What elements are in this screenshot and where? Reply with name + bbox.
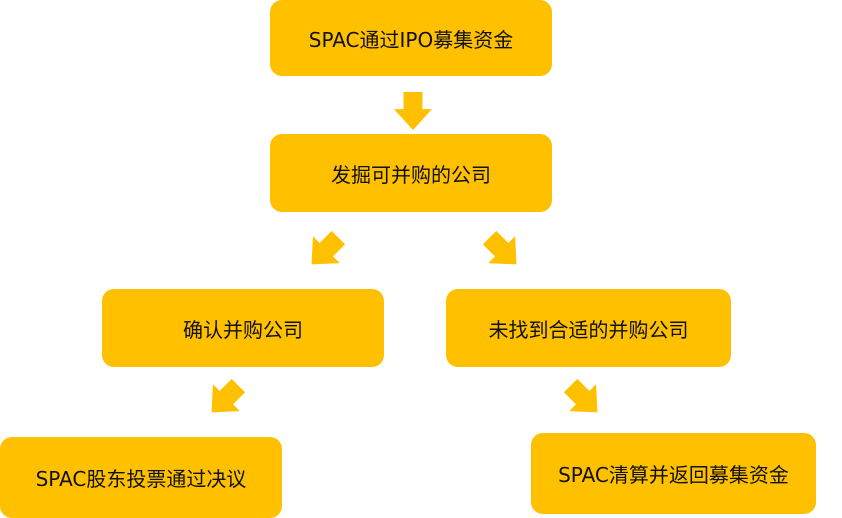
- node-label: SPAC股东投票通过决议: [35, 467, 247, 491]
- node-shareholder-vote: SPAC股东投票通过决议: [0, 437, 282, 518]
- node-no-suitable-target: 未找到合适的并购公司: [446, 289, 731, 367]
- node-liquidate-return-funds: SPAC清算并返回募集资金: [531, 433, 816, 514]
- node-spac-ipo-fundraising: SPAC通过IPO募集资金: [270, 0, 552, 76]
- node-label: SPAC清算并返回募集资金: [558, 463, 789, 487]
- arrow-down-right-icon: [476, 224, 530, 278]
- node-label: SPAC通过IPO募集资金: [308, 27, 514, 52]
- arrow-down-left-icon: [198, 372, 252, 426]
- node-find-acquisition-target: 发掘可并购的公司: [270, 134, 552, 212]
- node-label: 确认并购公司: [183, 317, 303, 342]
- node-confirm-acquisition: 确认并购公司: [102, 289, 384, 367]
- node-label: 发掘可并购的公司: [331, 162, 491, 187]
- arrow-down-left-icon: [298, 224, 352, 278]
- arrow-down-icon: [394, 92, 432, 130]
- node-label: 未找到合适的并购公司: [488, 317, 689, 342]
- arrow-down-right-icon: [557, 372, 611, 426]
